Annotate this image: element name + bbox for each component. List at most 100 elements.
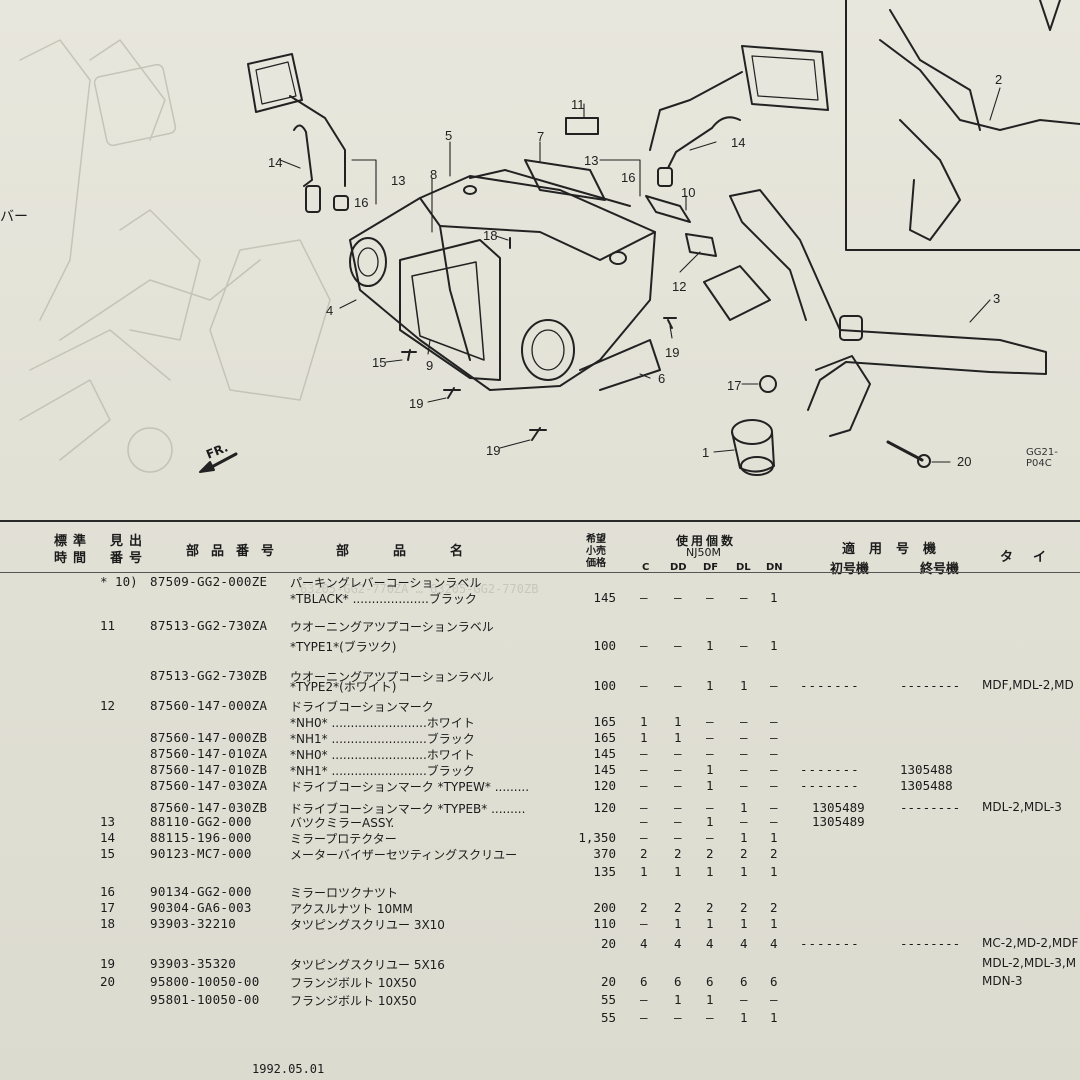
- part-name: *TYPE1*(ブラツク): [290, 640, 397, 654]
- quantity-cell: –: [740, 714, 748, 729]
- applicable-dash: -------: [800, 678, 860, 693]
- header-type: タイ: [1000, 550, 1067, 565]
- applicable-dash: -------: [800, 936, 860, 951]
- part-number: 87513-GG2-730ZB: [150, 668, 268, 683]
- quantity-cell: 1: [740, 800, 748, 815]
- ref-number: 16: [100, 884, 116, 899]
- callout-3: 3: [993, 291, 1001, 306]
- applicable-dash: -------: [800, 778, 860, 793]
- quantity-cell: 1: [740, 678, 748, 693]
- quantity-cell: 1: [740, 916, 748, 931]
- part-name: ウオーニングアツプコーションラベル: [290, 620, 494, 634]
- ref-number: 12: [100, 698, 116, 713]
- price: 145: [593, 762, 616, 777]
- ref-number: 17: [100, 900, 116, 915]
- price: 145: [593, 746, 616, 761]
- quantity-cell: 2: [674, 900, 682, 915]
- callout-19-b: 19: [409, 396, 424, 411]
- quantity-cell: 1: [706, 762, 714, 777]
- first-unit-number: 1305489: [812, 800, 865, 815]
- part-number: 95801-10050-00: [150, 992, 260, 1007]
- model-type: MDF,MDL-2,MD: [982, 678, 1074, 692]
- part-name: ドライブコーションマーク: [290, 700, 434, 714]
- ref-number: * 10): [100, 574, 138, 589]
- part-number: 90134-GG2-000: [150, 884, 252, 899]
- part-name: タツピングスクリユー 3X10: [290, 918, 445, 932]
- quantity-cell: –: [674, 762, 682, 777]
- price: 145: [593, 590, 616, 605]
- part-name: ドライブコーションマーク *TYPEW* .........: [290, 780, 530, 794]
- ref-number: 14: [100, 830, 116, 845]
- part-number: 90304-GA6-003: [150, 900, 252, 915]
- price: 100: [593, 678, 616, 693]
- callout-7: 7: [537, 129, 545, 144]
- quantity-cell: –: [640, 762, 648, 777]
- quantity-cell: 1: [706, 992, 714, 1007]
- bleed-through-text: 63205-GG2-770ZA … 63205-GG2-770ZB: [300, 582, 539, 596]
- part-name: フランジボルト 10X50: [290, 994, 417, 1008]
- header-ref-no: 見出: [110, 534, 149, 549]
- quantity-cell: 2: [640, 900, 648, 915]
- quantity-cell: –: [674, 590, 682, 605]
- callout-5: 5: [445, 128, 453, 143]
- quantity-cell: –: [740, 814, 748, 829]
- callout-16-right: 16: [621, 170, 636, 185]
- quantity-cell: 1: [674, 714, 682, 729]
- part-number: 87513-GG2-730ZA: [150, 618, 268, 633]
- callout-14-right: 14: [731, 135, 746, 150]
- header-price-2: 小売: [586, 546, 606, 557]
- quantity-cell: –: [706, 746, 714, 761]
- quantity-cell: 1: [770, 638, 778, 653]
- ref-number: 13: [100, 814, 116, 829]
- quantity-cell: –: [640, 1010, 648, 1025]
- price: 120: [593, 778, 616, 793]
- quantity-cell: 1: [706, 678, 714, 693]
- quantity-cell: 1: [674, 916, 682, 931]
- quantity-cell: –: [740, 746, 748, 761]
- quantity-cell: 4: [640, 936, 648, 951]
- quantity-cell: –: [674, 814, 682, 829]
- quantity-cell: 1: [706, 778, 714, 793]
- model-type: MDL-2,MDL-3: [982, 800, 1062, 814]
- callout-10: 10: [681, 185, 696, 200]
- quantity-cell: –: [706, 730, 714, 745]
- part-number: 95800-10050-00: [150, 974, 260, 989]
- quantity-cell: 1: [674, 992, 682, 1007]
- quantity-cell: –: [740, 992, 748, 1007]
- price: 55: [600, 992, 616, 1007]
- price: 200: [593, 900, 616, 915]
- part-name: *NH0* .........................ホワイト: [290, 716, 475, 730]
- header-divider: [0, 572, 1080, 573]
- callout-19-a: 19: [665, 345, 680, 360]
- quantity-cell: 2: [706, 900, 714, 915]
- quantity-cell: 1: [674, 864, 682, 879]
- part-number: 87509-GG2-000ZE: [150, 574, 268, 589]
- quantity-cell: –: [674, 778, 682, 793]
- header-qty-dn: DN: [766, 562, 783, 573]
- callout-14-left: 14: [268, 155, 283, 170]
- header-part-no: 部品番号: [186, 544, 287, 559]
- quantity-cell: –: [740, 638, 748, 653]
- quantity-cell: –: [640, 830, 648, 845]
- quantity-cell: –: [770, 778, 778, 793]
- part-name: タツピングスクリユー 5X16: [290, 958, 445, 972]
- quantity-cell: –: [674, 638, 682, 653]
- header-first-unit: 初号機: [830, 562, 870, 577]
- table-row: 87560-147-000ZB *NH1* ..................…: [0, 730, 1080, 746]
- part-number: 87560-147-010ZA: [150, 746, 268, 761]
- quantity-cell: –: [640, 814, 648, 829]
- ref-number: 15: [100, 846, 116, 861]
- part-number: 87560-147-030ZB: [150, 800, 268, 815]
- quantity-cell: –: [640, 638, 648, 653]
- quantity-cell: 4: [674, 936, 682, 951]
- parts-list-table: 標準 時間 見出 番号 部品番号 部品名 希望 小売 価格 使用個数 NJ50M…: [0, 520, 1080, 1080]
- quantity-cell: 4: [770, 936, 778, 951]
- quantity-cell: –: [674, 800, 682, 815]
- quantity-cell: –: [674, 830, 682, 845]
- quantity-cell: 2: [740, 900, 748, 915]
- callout-13-left: 13: [391, 173, 406, 188]
- part-name: ミラーロツクナツト: [290, 886, 399, 900]
- quantity-cell: 2: [640, 846, 648, 861]
